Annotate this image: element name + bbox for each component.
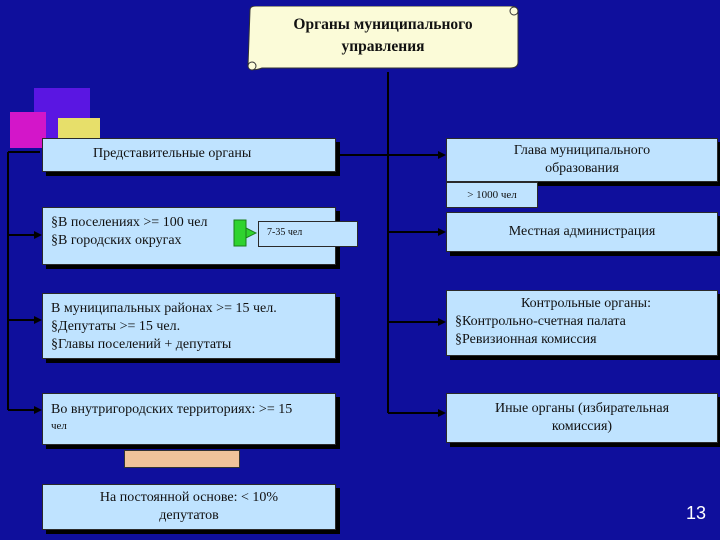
control-line-1: Контрольные органы:	[455, 295, 717, 313]
municipal-districts-box: В муниципальных районах >= 15 чел. §Депу…	[42, 293, 336, 359]
title-line-1: Органы муниципального	[252, 14, 514, 36]
other-line-1: Иные органы (избирательная	[495, 400, 669, 418]
deputies-count-badge: 7-35 чел	[258, 221, 358, 247]
control-line-2: §Контрольно-счетная палата	[455, 313, 717, 331]
other-line-2: комиссия)	[552, 418, 612, 436]
intracity-line-1: Во внутригородских территориях: >= 15	[51, 402, 335, 418]
representative-bodies-label: Представительные органы	[93, 146, 251, 161]
head-line-2: образования	[545, 160, 619, 178]
head-population-note: > 1000 чел	[446, 182, 538, 208]
permanent-line-2: депутатов	[159, 507, 219, 525]
permanent-basis-box: На постоянной основе: < 10% депутатов	[42, 484, 336, 530]
connector-tab	[124, 450, 240, 468]
local-administration-label: Местная администрация	[509, 223, 656, 241]
title-line-2: управления	[252, 36, 514, 58]
districts-line-1: В муниципальных районах >= 15 чел.	[51, 300, 335, 318]
control-line-3: §Ревизионная комиссия	[455, 331, 717, 349]
page-title: Органы муниципального управления	[252, 14, 514, 64]
representative-bodies-box: Представительные органы	[42, 138, 336, 172]
page-number: 13	[666, 503, 706, 527]
other-bodies-box: Иные органы (избирательная комиссия)	[446, 393, 718, 443]
control-bodies-box: Контрольные органы: §Контрольно-счетная …	[446, 290, 718, 356]
head-line-1: Глава муниципального	[514, 142, 650, 160]
districts-line-2: §Депутаты >= 15 чел.	[51, 318, 335, 336]
head-of-municipality-box: Глава муниципального образования	[446, 138, 718, 182]
local-administration-box: Местная администрация	[446, 212, 718, 252]
intracity-line-2: чел	[51, 418, 335, 434]
intracity-territories-box: Во внутригородских территориях: >= 15 че…	[42, 393, 336, 445]
permanent-line-1: На постоянной основе: < 10%	[100, 489, 278, 507]
districts-line-3: §Главы поселений + депутаты	[51, 336, 335, 354]
head-population-text: > 1000 чел	[467, 186, 517, 204]
